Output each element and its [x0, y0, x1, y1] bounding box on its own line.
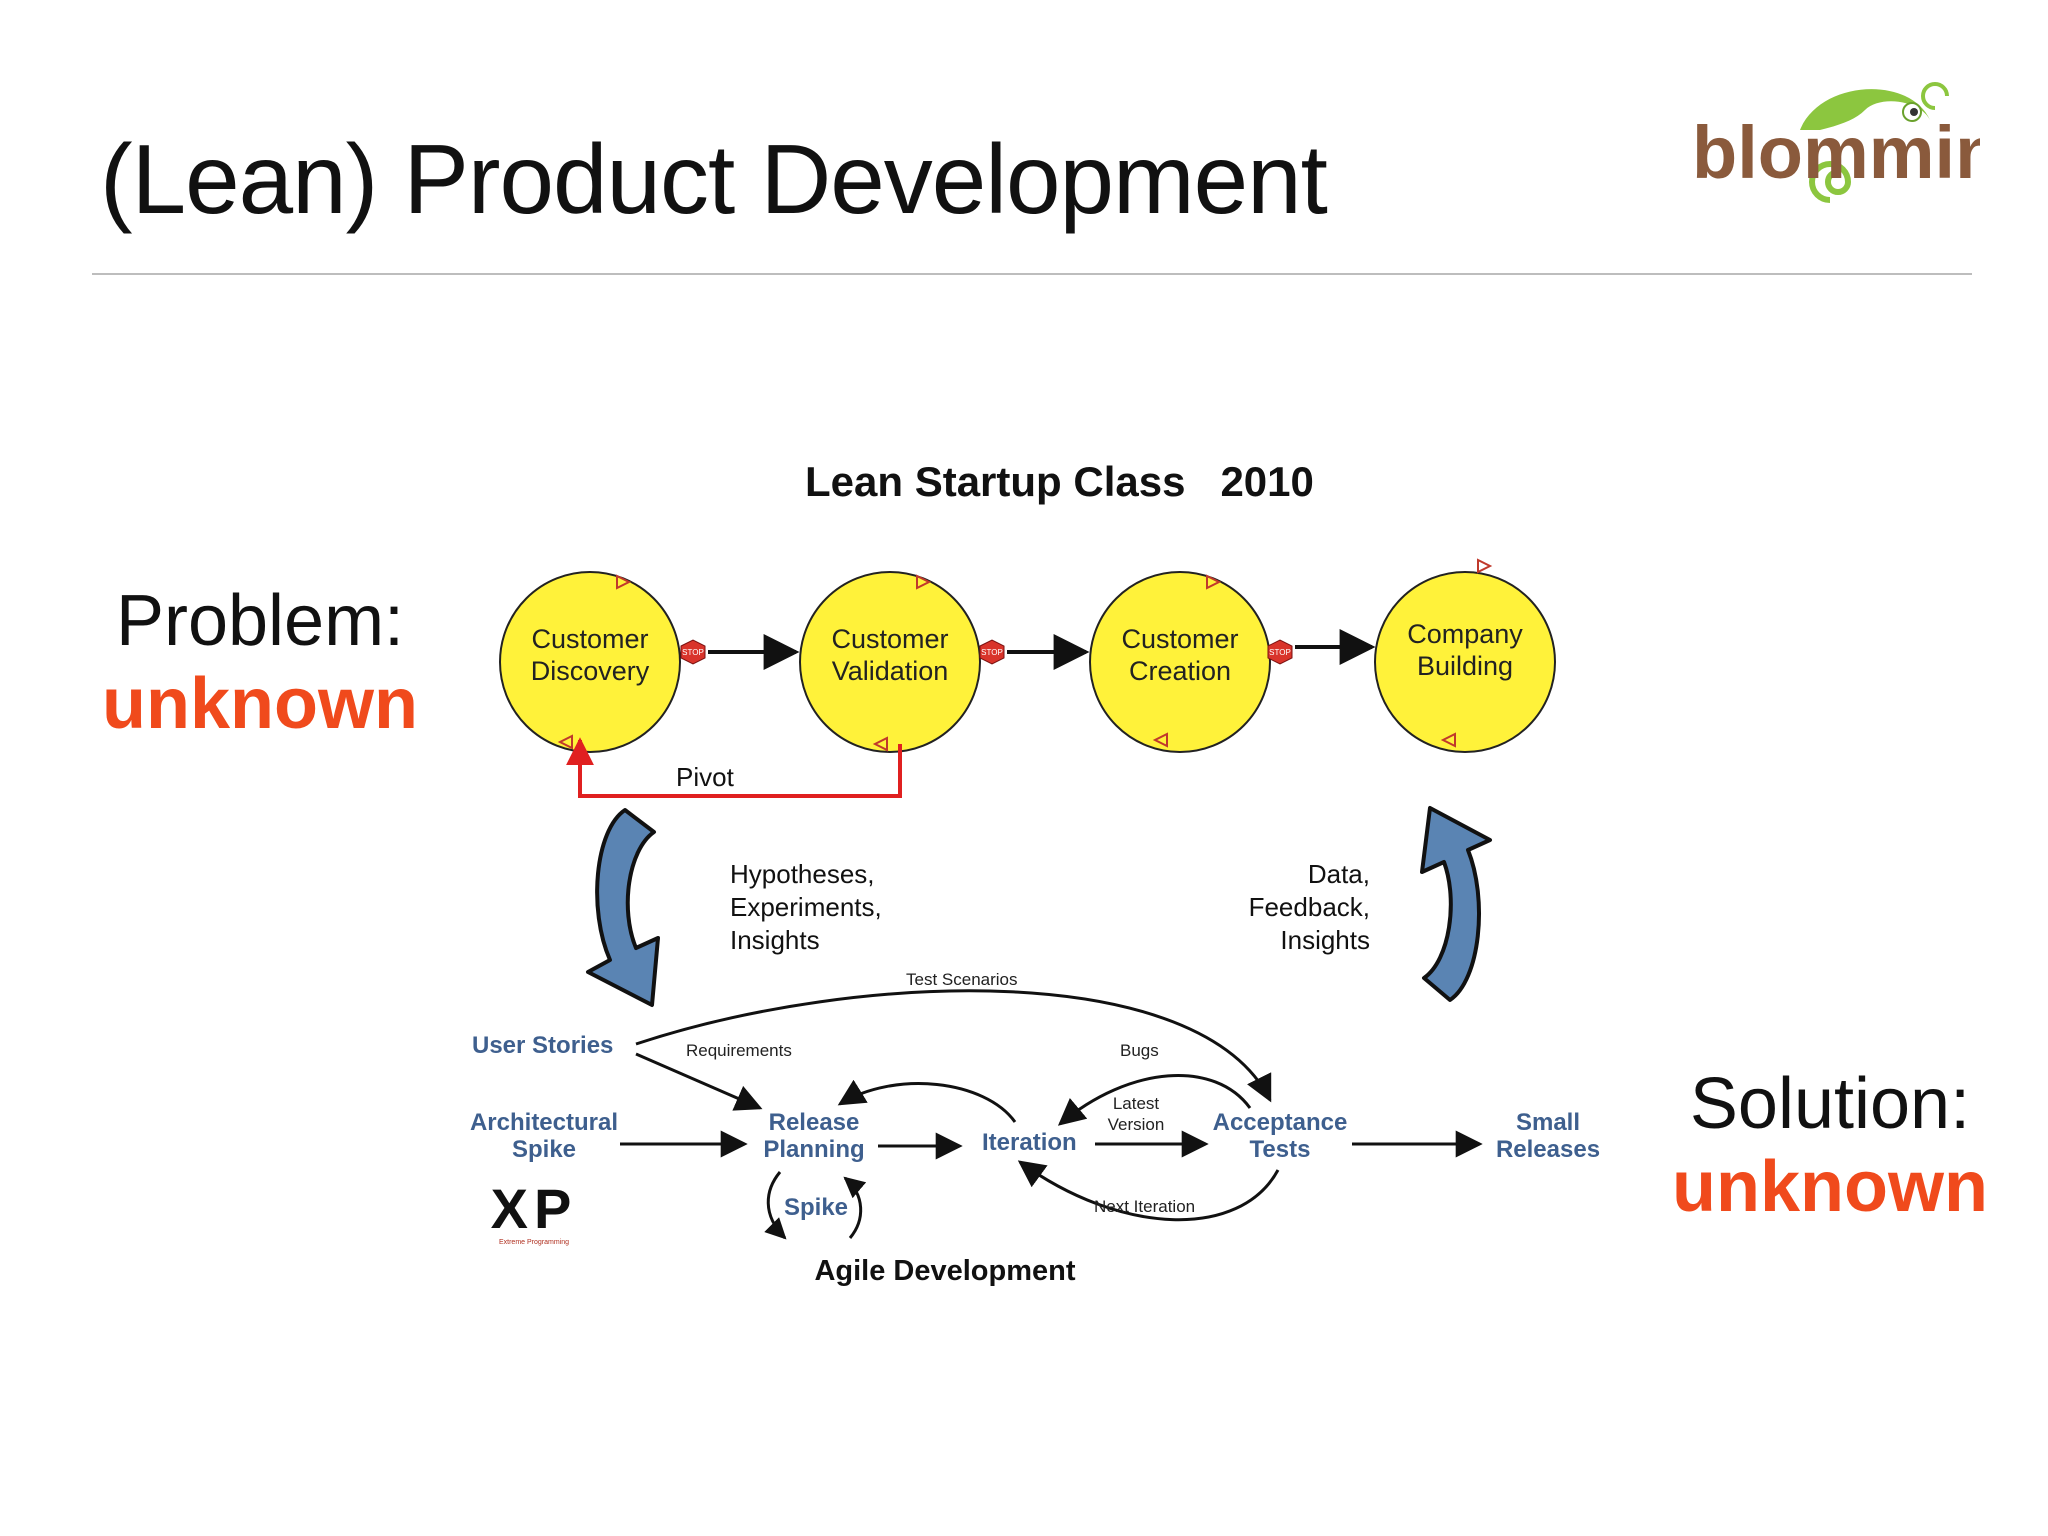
lean-startup-diagram: Lean Startup Class 2010 Customer Discove… — [470, 458, 1600, 1287]
svg-text:STOP: STOP — [981, 648, 1003, 657]
svg-text:Planning: Planning — [763, 1136, 864, 1163]
svg-text:Small: Small — [1516, 1109, 1580, 1136]
customer-discovery-circle: Customer Discovery — [499, 571, 681, 753]
spike-loop-arrow — [843, 1176, 867, 1239]
release-planning-node: Release Planning — [763, 1109, 864, 1163]
svg-text:Architectural: Architectural — [470, 1109, 618, 1136]
problem-value: unknown — [102, 663, 418, 744]
problem-label: Problem: — [115, 581, 405, 661]
iteration-to-planning-arrow — [837, 1079, 1017, 1123]
svg-text:Customer: Customer — [1121, 624, 1238, 654]
bugs-arrow — [1057, 1074, 1252, 1126]
spike-node: Spike — [784, 1194, 848, 1221]
stop-sign-icon: STOP — [979, 639, 1005, 665]
solution-value: unknown — [1672, 1146, 1988, 1227]
slide-title: (Lean) Product Development — [100, 124, 1328, 234]
down-curved-arrow-icon — [586, 808, 660, 1007]
user-stories-node: User Stories — [472, 1032, 613, 1059]
svg-text:Customer: Customer — [531, 624, 648, 654]
svg-text:Data,: Data, — [1308, 859, 1370, 889]
customer-validation-circle: Customer Validation — [799, 571, 981, 753]
svg-text:Latest: Latest — [1113, 1094, 1160, 1113]
customer-creation-circle: Customer Creation — [1089, 571, 1271, 753]
svg-text:Insights: Insights — [730, 925, 820, 955]
test-scenarios-arrow — [635, 989, 1272, 1103]
svg-text:Experiments,: Experiments, — [730, 892, 882, 922]
svg-text:XP: XP — [491, 1177, 578, 1240]
solution-block: Solution: unknown — [1660, 1063, 2000, 1229]
test-scenarios-label: Test Scenarios — [906, 970, 1018, 989]
requirements-label: Requirements — [686, 1041, 792, 1060]
xp-logo: XP Extreme Programming — [491, 1177, 578, 1246]
svg-text:Insights: Insights — [1280, 925, 1370, 955]
latest-version-label: Latest Version — [1108, 1094, 1165, 1134]
svg-text:Release: Release — [769, 1109, 860, 1136]
acceptance-tests-node: Acceptance Tests — [1213, 1109, 1348, 1163]
svg-text:STOP: STOP — [1269, 648, 1291, 657]
stop-sign-icon: STOP — [1267, 639, 1293, 665]
svg-text:Releases: Releases — [1496, 1136, 1600, 1163]
up-curved-arrow-icon — [1420, 806, 1492, 1002]
svg-text:Creation: Creation — [1129, 656, 1231, 686]
svg-text:STOP: STOP — [682, 648, 704, 657]
blomming-logo: blomming — [1692, 82, 1980, 203]
spike-loop-arrow — [764, 1171, 787, 1240]
svg-text:Spike: Spike — [512, 1136, 576, 1163]
svg-text:Building: Building — [1417, 651, 1513, 681]
svg-text:Extreme Programming: Extreme Programming — [499, 1239, 569, 1246]
svg-text:Version: Version — [1108, 1115, 1165, 1134]
company-building-circle: Company Building — [1374, 571, 1556, 753]
diagram-title: Lean Startup Class 2010 — [805, 458, 1314, 505]
svg-text:Feedback,: Feedback, — [1249, 892, 1370, 922]
next-iteration-label: Next Iteration — [1094, 1197, 1195, 1216]
problem-block: Problem: unknown — [100, 580, 420, 746]
pivot-loop-arrow — [566, 737, 902, 798]
iteration-node: Iteration — [982, 1129, 1077, 1156]
logo-text: blomming — [1692, 111, 1980, 194]
svg-text:Tests: Tests — [1250, 1136, 1311, 1163]
requirements-arrow — [635, 1052, 763, 1111]
svg-text:Discovery: Discovery — [531, 656, 650, 686]
hypotheses-text: Hypotheses, Experiments, Insights — [730, 859, 882, 955]
next-iteration-arrow — [1017, 1160, 1280, 1222]
svg-text:Validation: Validation — [832, 656, 949, 686]
svg-text:Company: Company — [1407, 619, 1523, 649]
title-divider — [92, 273, 1972, 275]
small-releases-node: Small Releases — [1496, 1109, 1600, 1163]
solution-label: Solution: — [1689, 1064, 1971, 1144]
architectural-spike-node: Architectural Spike — [470, 1109, 618, 1163]
stop-sign-icon: STOP — [680, 639, 706, 665]
svg-text:Hypotheses,: Hypotheses, — [730, 859, 875, 889]
pivot-label: Pivot — [676, 762, 735, 792]
agile-development-label: Agile Development — [814, 1255, 1075, 1287]
svg-text:Acceptance: Acceptance — [1213, 1109, 1348, 1136]
bugs-label: Bugs — [1120, 1041, 1159, 1060]
svg-text:Customer: Customer — [831, 624, 948, 654]
data-feedback-text: Data, Feedback, Insights — [1249, 859, 1370, 955]
